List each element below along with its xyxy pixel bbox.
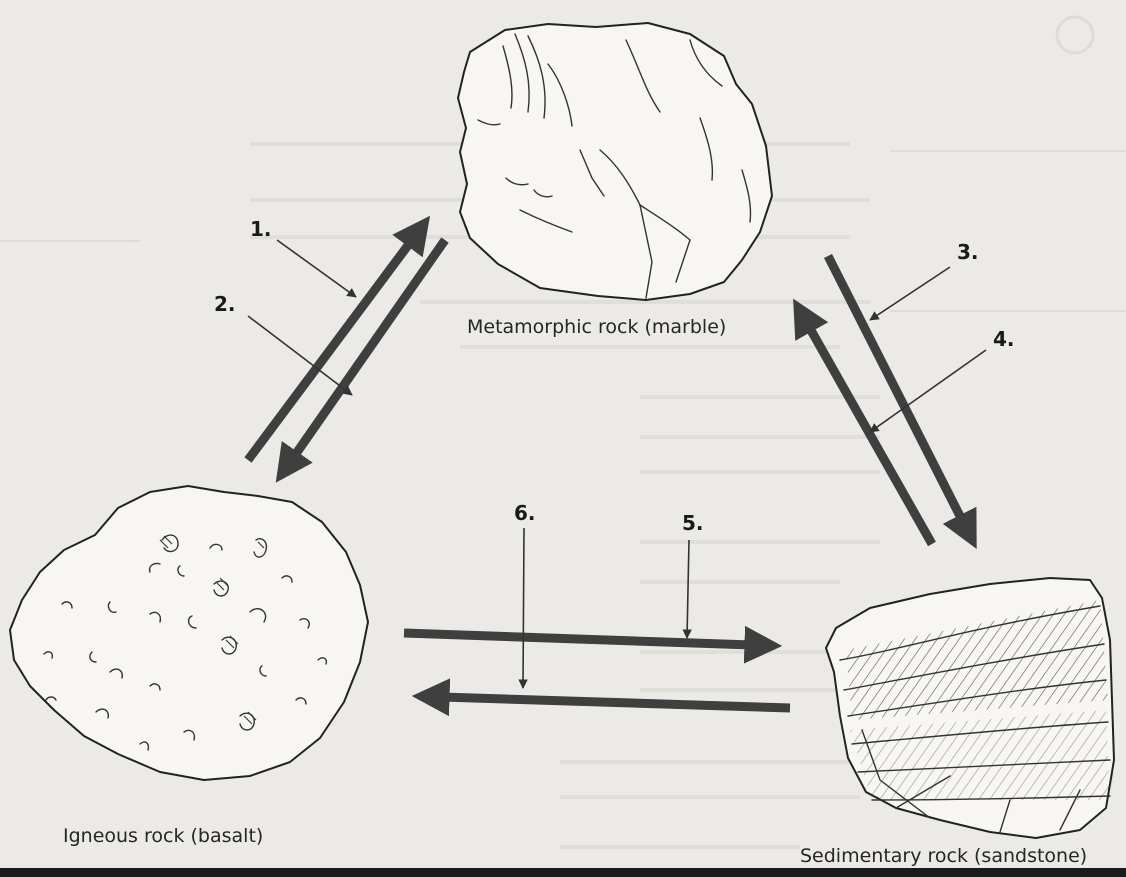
igneous-rock-caption: Igneous rock (basalt) xyxy=(63,825,263,847)
label-3: 3. xyxy=(957,240,979,264)
arrow-sedimentary-to-igneous xyxy=(442,697,790,708)
sandstone-rock-icon xyxy=(826,578,1114,838)
pointer-5 xyxy=(687,540,689,638)
arrow-igneous-to-metamorphic xyxy=(248,240,412,460)
pointer-6 xyxy=(523,528,524,688)
metamorphic-rock-caption: Metamorphic rock (marble) xyxy=(467,316,726,338)
label-1: 1. xyxy=(250,217,272,241)
arrow-igneous-to-sedimentary xyxy=(404,633,752,645)
bottom-edge-bar xyxy=(0,868,1126,877)
marble-rock-icon xyxy=(458,23,772,300)
pointer-4 xyxy=(870,350,986,432)
label-5: 5. xyxy=(682,511,704,535)
label-6: 6. xyxy=(514,501,536,525)
label-4: 4. xyxy=(993,327,1015,351)
pointer-3 xyxy=(870,267,950,320)
arrow-metamorphic-to-igneous xyxy=(293,240,445,458)
arrow-sedimentary-to-metamorphic xyxy=(808,325,932,544)
basalt-rock-icon xyxy=(10,486,368,780)
pointer-1 xyxy=(277,240,356,297)
sedimentary-rock-caption: Sedimentary rock (sandstone) xyxy=(800,845,1087,867)
label-2: 2. xyxy=(214,292,236,316)
